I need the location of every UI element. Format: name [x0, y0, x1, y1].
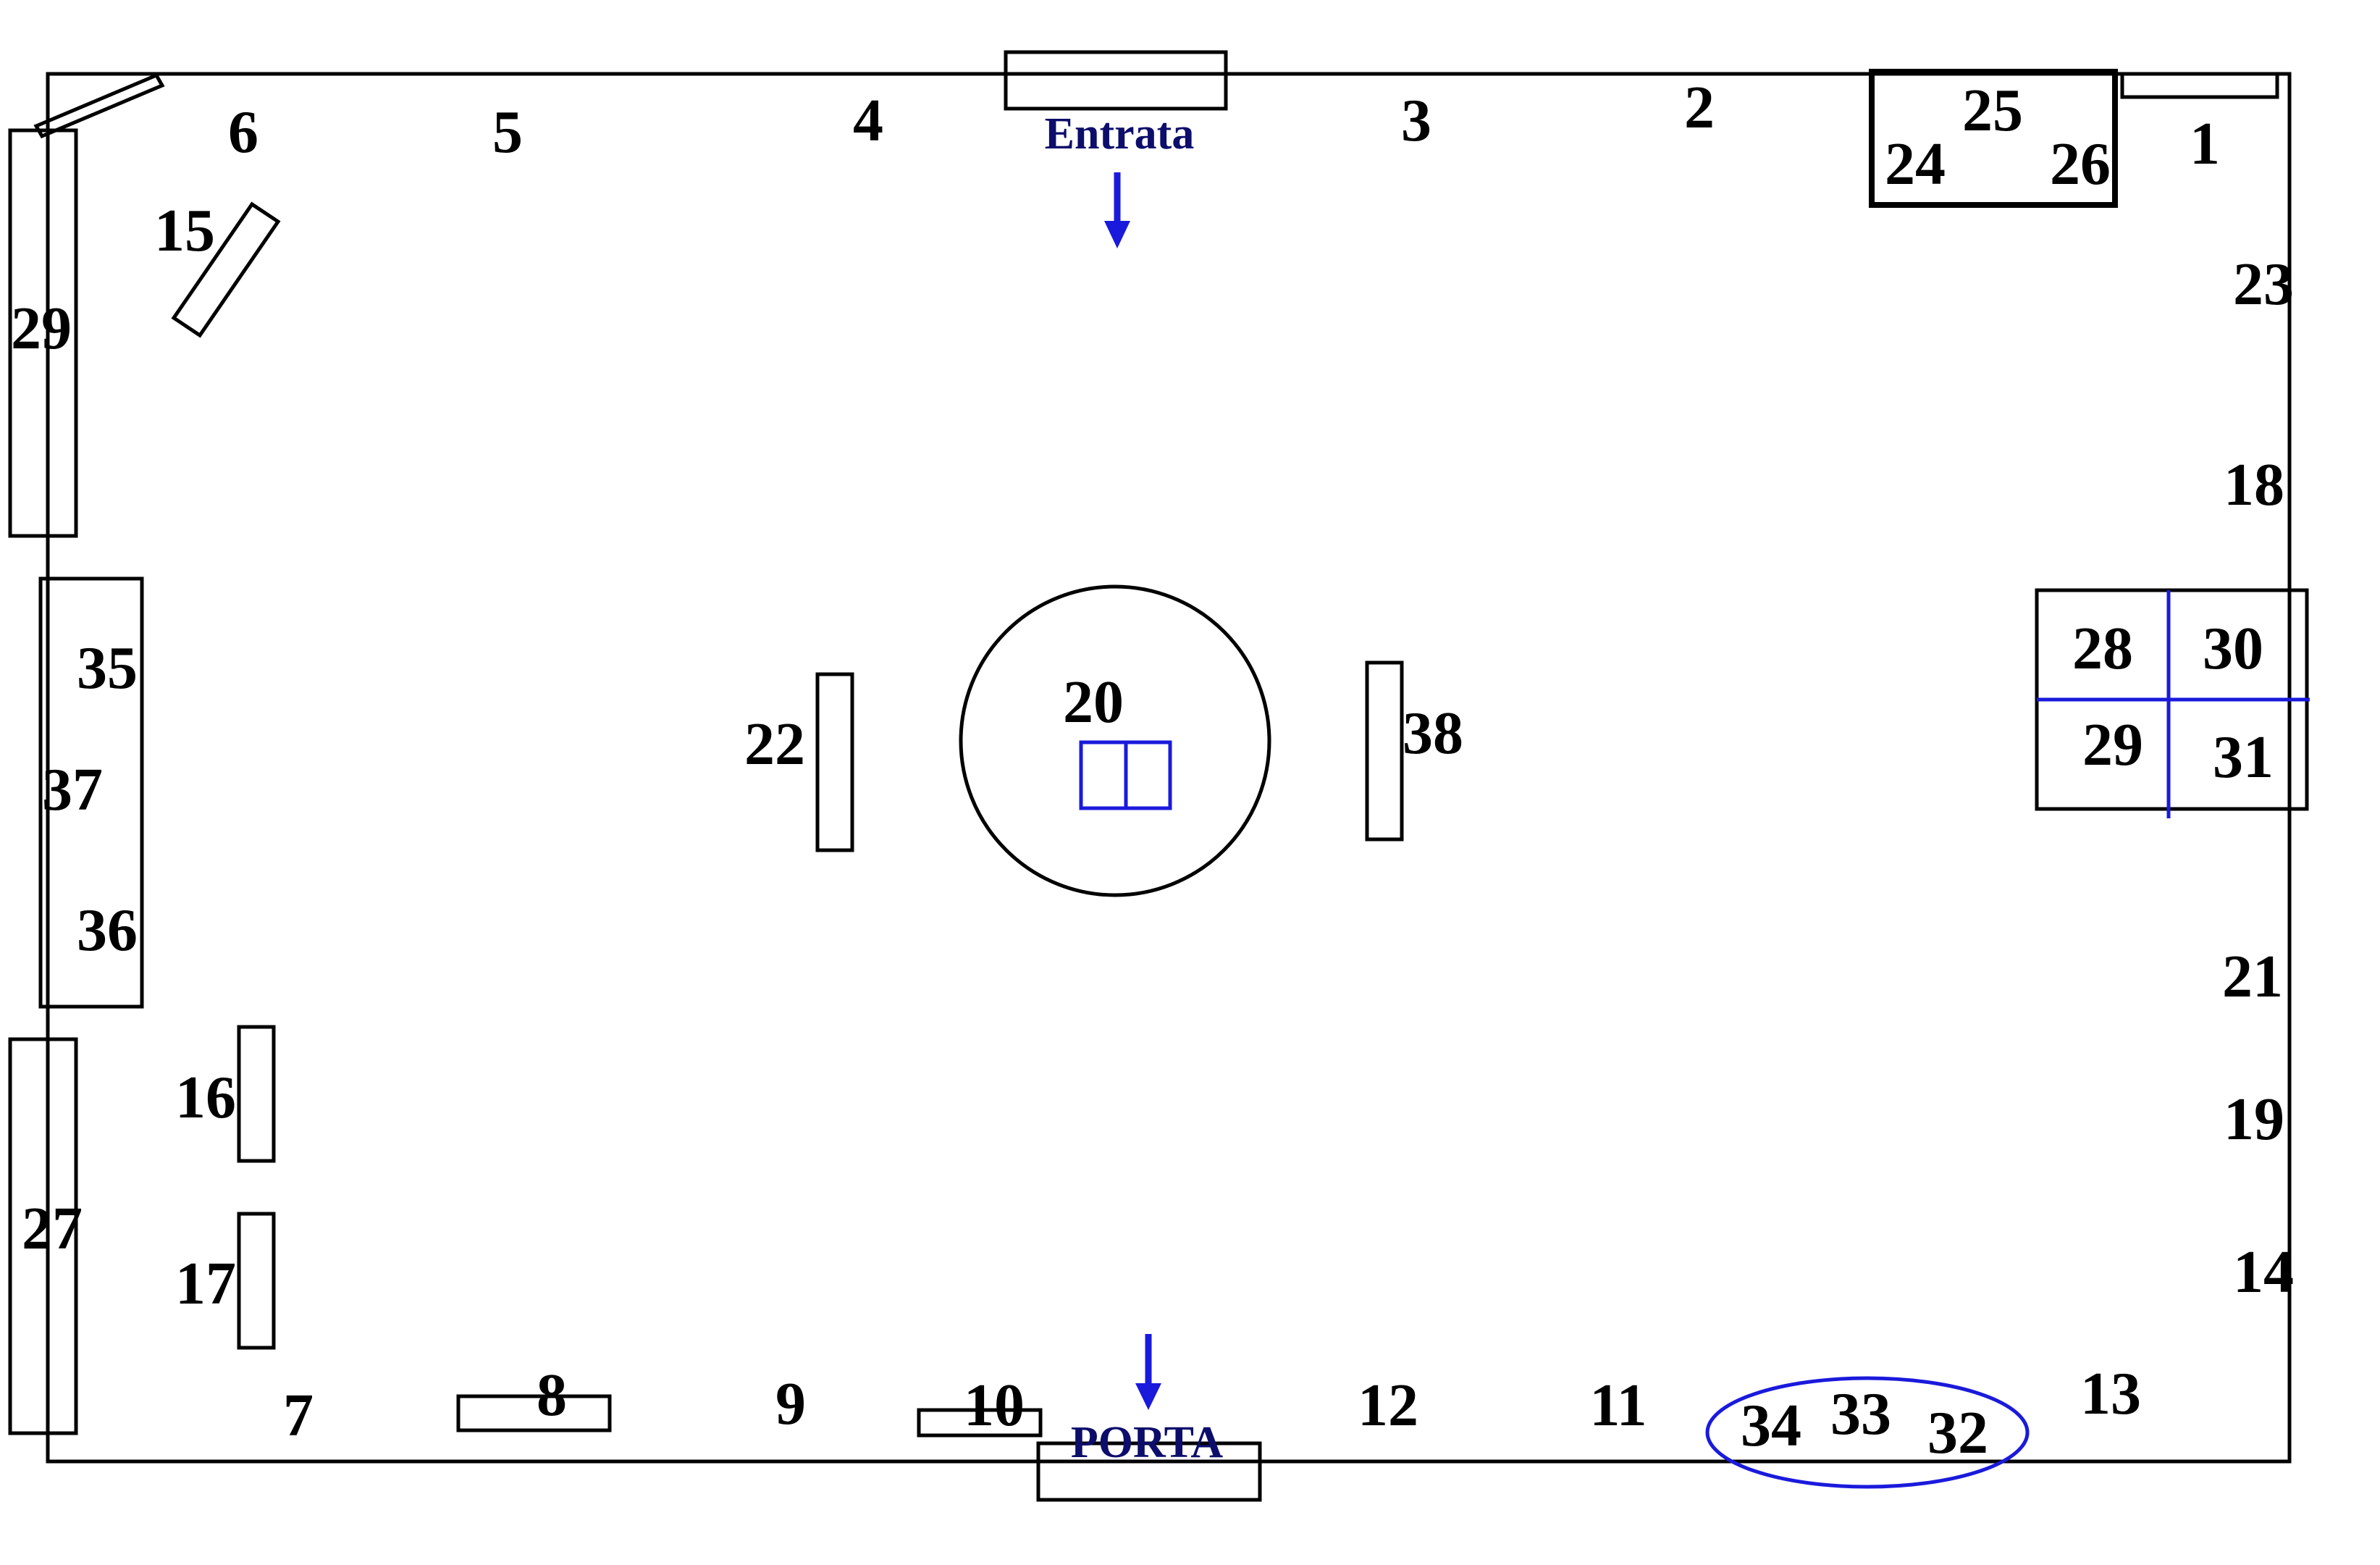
label-34: 34	[1741, 1392, 1801, 1459]
label-21: 21	[2222, 943, 2283, 1010]
case-24-25-26	[1869, 69, 2118, 208]
case-10	[917, 1408, 1043, 1438]
porta-arrowhead	[1135, 1383, 1161, 1410]
entrance-top-door	[1004, 50, 1228, 111]
case-17	[237, 1212, 276, 1350]
label-33: 33	[1830, 1380, 1891, 1448]
label-23: 23	[2233, 251, 2294, 318]
left-case-27	[8, 1037, 78, 1435]
label-26: 26	[2050, 130, 2111, 198]
label-31: 31	[2213, 723, 2274, 791]
label-27: 27	[22, 1195, 83, 1262]
case-15-tilted	[171, 201, 281, 338]
label-28: 28	[2072, 615, 2133, 682]
central-circle-20	[959, 584, 1271, 897]
label-29-left: 29	[11, 295, 72, 362]
panel-22	[815, 672, 854, 852]
ellipse-32-34	[1705, 1376, 2030, 1489]
case-8	[456, 1394, 612, 1432]
porta-label: PORTA	[1071, 1418, 1223, 1467]
left-case-29	[8, 128, 78, 538]
label-20: 20	[1063, 668, 1124, 736]
case-1	[2120, 72, 2279, 99]
label-2: 2	[1684, 74, 1715, 141]
panel-38	[1365, 660, 1404, 842]
label-14: 14	[2233, 1238, 2294, 1306]
left-case-35-37-36	[38, 576, 144, 1009]
label-8: 8	[537, 1361, 567, 1429]
label-36: 36	[77, 897, 138, 964]
label-38: 38	[1403, 700, 1463, 767]
entrata-arrowhead	[1104, 221, 1130, 248]
porta-bottom-door	[1036, 1441, 1262, 1502]
label-5: 5	[492, 98, 523, 166]
label-25: 25	[1962, 77, 2023, 144]
label-24: 24	[1885, 130, 1946, 198]
label-30: 30	[2203, 615, 2263, 682]
label-15: 15	[154, 197, 215, 264]
label-19: 19	[2224, 1086, 2284, 1153]
label-9: 9	[775, 1370, 806, 1438]
label-3: 3	[1401, 87, 1431, 154]
label-37: 37	[42, 756, 103, 823]
label-17: 17	[175, 1250, 236, 1317]
label-11: 11	[1589, 1372, 1647, 1439]
label-4: 4	[853, 87, 883, 154]
entrata-label: Entrata	[1045, 109, 1195, 159]
corner-diagonal-bench	[33, 72, 165, 139]
room-outline	[46, 72, 2292, 1464]
label-1: 1	[2190, 110, 2220, 177]
label-12: 12	[1358, 1372, 1418, 1439]
label-13: 13	[2080, 1360, 2141, 1427]
label-10: 10	[964, 1372, 1025, 1439]
label-22: 22	[744, 710, 805, 778]
case-16	[237, 1025, 276, 1163]
label-18: 18	[2224, 451, 2284, 519]
label-35: 35	[77, 634, 138, 702]
label-7: 7	[283, 1382, 314, 1449]
label-29-right: 29	[2082, 711, 2143, 779]
label-32: 32	[1927, 1399, 1988, 1467]
label-6: 6	[228, 98, 258, 166]
label-16: 16	[175, 1064, 236, 1131]
